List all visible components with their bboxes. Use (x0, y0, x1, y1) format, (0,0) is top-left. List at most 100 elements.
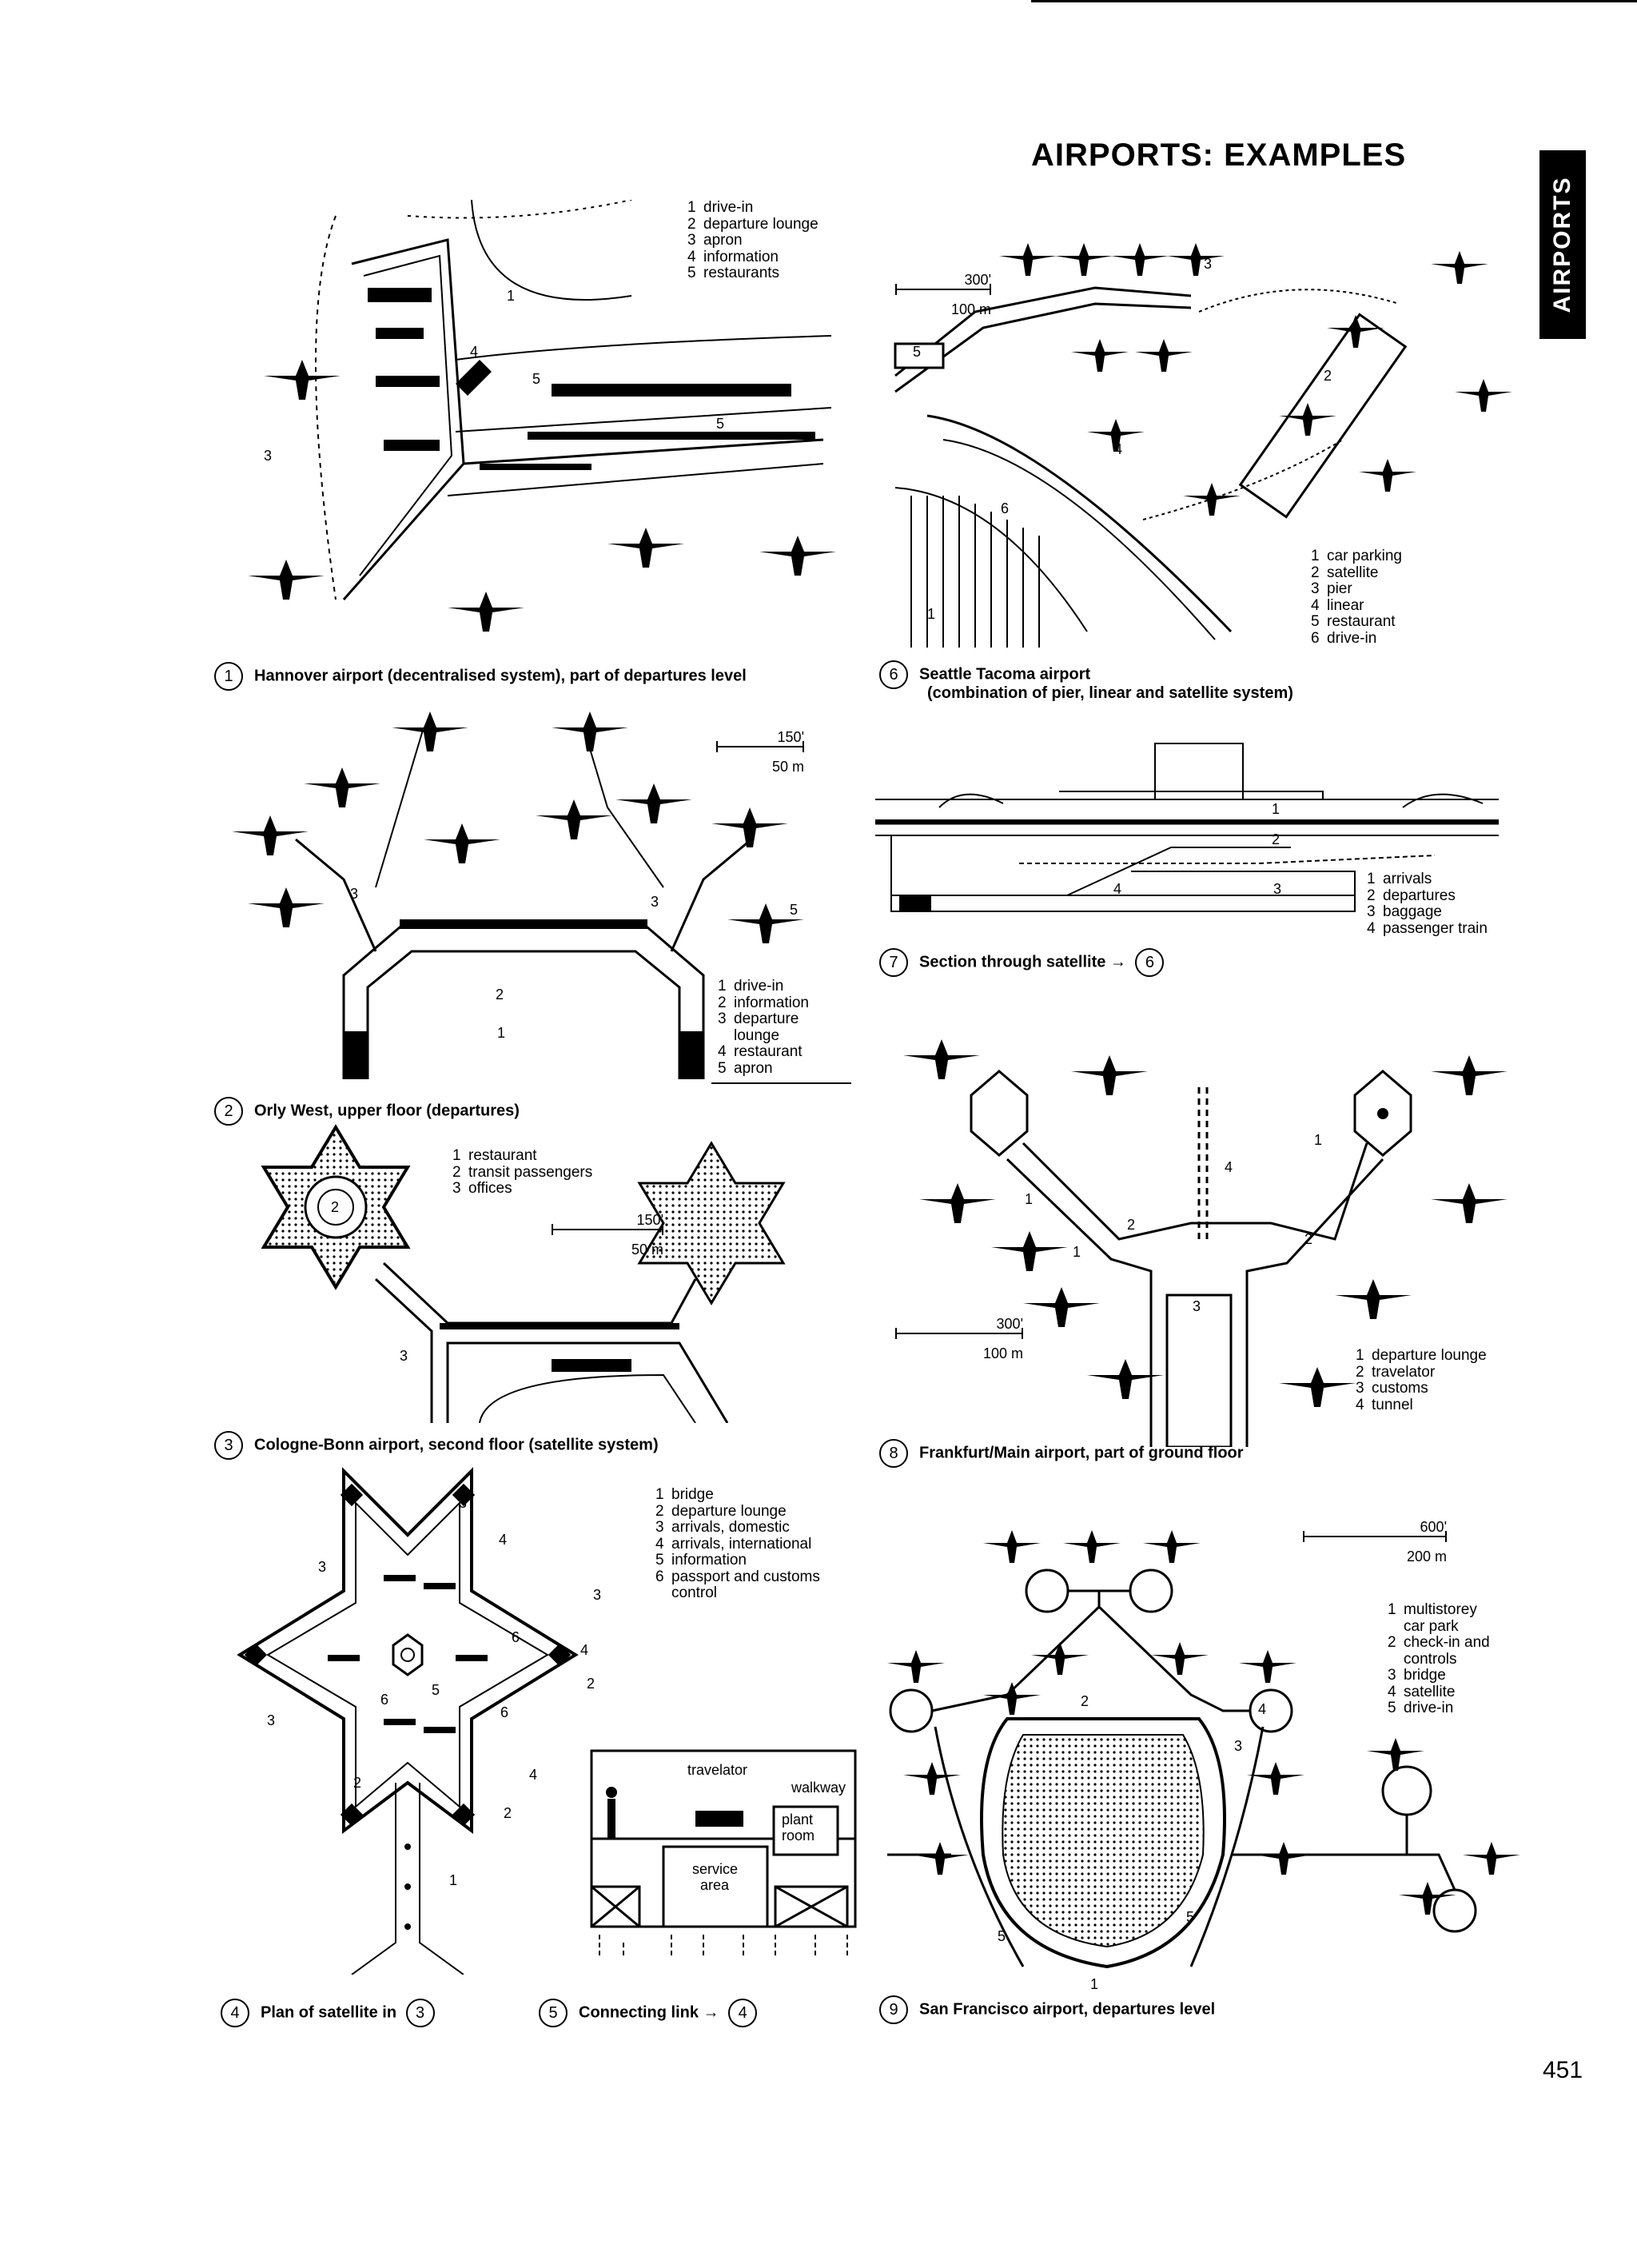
fig8-label-1a: 1 (1025, 1191, 1034, 1207)
scale-metric: 100 m (950, 301, 991, 317)
fig4-label-3b: 3 (318, 1559, 327, 1575)
fig4-label-2a: 2 (587, 1676, 595, 1692)
fig1-label-3: 3 (264, 448, 273, 464)
figure-number: 1 (214, 662, 243, 691)
fig6-caption-line2: (combination of pier, linear and satelli… (927, 684, 1293, 702)
fig4-label-1: 1 (449, 1872, 458, 1888)
fig1-label-5a: 5 (532, 371, 541, 387)
figure-9-sanfrancisco-plan: 2 3 4 5 5 1 (887, 1519, 1527, 1992)
fig4-label-6b: 6 (380, 1692, 389, 1708)
scale-imperial: 300' (996, 1316, 1023, 1332)
fig9-label-3: 3 (1234, 1738, 1243, 1754)
figure-number: 4 (221, 1999, 249, 2027)
figure-number: 7 (879, 948, 908, 977)
fig5-label-plant: plant (782, 1812, 814, 1828)
top-rule (1031, 0, 1637, 2)
fig9-scale-bar: 600' 200 m (1303, 1519, 1447, 1565)
figure-7-section: 1 2 4 3 (875, 735, 1515, 935)
fig1-label-5b: 5 (716, 416, 725, 432)
cologne-drawing (261, 1124, 786, 1423)
fig9-label-4: 4 (1258, 1701, 1267, 1717)
fig8-scale-bar: 300' 100 m (895, 1316, 1023, 1362)
figure-number: 5 (539, 1999, 568, 2027)
scale-metric: 50 m (631, 1242, 663, 1258)
figure-number: 2 (214, 1097, 243, 1126)
seattle-drawing (894, 243, 1512, 648)
fig8-label-4: 4 (1225, 1159, 1233, 1175)
legend-item: car park (1404, 1617, 1459, 1635)
fig4-label-4b: 4 (580, 1642, 589, 1658)
figure-6-seattle-plan: 5 3 2 4 6 1 (879, 232, 1519, 648)
fig3-label-3: 3 (400, 1348, 408, 1364)
figure-ref: 6 (1135, 948, 1165, 977)
section-tab: AIRPORTS (1539, 150, 1586, 339)
scale-metric: 100 m (982, 1345, 1023, 1361)
fig4-label-4c: 4 (529, 1767, 538, 1783)
section-drawing (875, 743, 1499, 912)
fig5-label-walkway: walkway (791, 1780, 846, 1796)
fig7-label-3: 3 (1273, 881, 1282, 897)
figure-ref: 4 (728, 1999, 758, 2027)
fig4-label-3d: 3 (267, 1712, 276, 1728)
fig6-label-4: 4 (1114, 441, 1123, 457)
scale-imperial: 600' (1420, 1519, 1447, 1535)
scale-imperial: 150' (777, 729, 804, 745)
satellite-drawing (237, 1467, 579, 1975)
fig2-label-5: 5 (790, 902, 799, 918)
frankfurt-drawing (903, 1039, 1508, 1447)
fig3-scale-bar: 150' 50 m (552, 1212, 663, 1258)
figure-number: 9 (879, 1995, 908, 2024)
fig7-label-1: 1 (1272, 801, 1281, 817)
scale-imperial: 150' (636, 1212, 663, 1228)
fig2-label-3a: 3 (350, 886, 359, 902)
fig4-label-6c: 6 (500, 1704, 509, 1720)
fig8-label-1b: 1 (1073, 1244, 1081, 1260)
fig5-label-service: service (692, 1861, 739, 1877)
fig2-label-1: 1 (497, 1025, 506, 1041)
figure-ref: 3 (405, 1999, 435, 2027)
fig7-label-4: 4 (1113, 881, 1122, 897)
fig9-label-2: 2 (1081, 1693, 1089, 1709)
fig7-label-2: 2 (1272, 831, 1281, 847)
legend-item: controls (1404, 1650, 1457, 1668)
fig4-label-5: 5 (432, 1682, 440, 1698)
fig4-label-4a: 4 (499, 1532, 508, 1548)
fig9-label-5a: 5 (998, 1928, 1006, 1944)
figure-2-orly-plan: 3 3 5 2 1 (216, 711, 855, 1087)
fig4-label-2b: 2 (353, 1775, 362, 1791)
fig4-label-2c: 2 (504, 1805, 512, 1821)
fig5-label-room: room (782, 1828, 815, 1843)
fig1-label-1: 1 (507, 288, 516, 304)
figure-5-connecting-link: travelator walkway plant room service ar… (584, 1743, 863, 1967)
